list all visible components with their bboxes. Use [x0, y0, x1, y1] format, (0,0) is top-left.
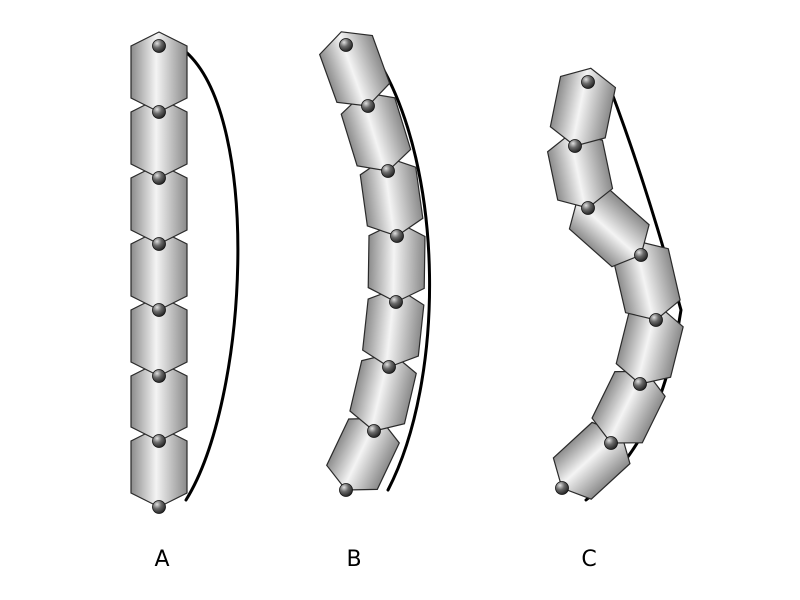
pivot-bolt — [152, 369, 166, 383]
pivot-bolt — [555, 481, 569, 495]
pivot-bolt — [152, 39, 166, 53]
pivot-bolt — [568, 139, 582, 153]
pivot-bolt — [339, 38, 353, 52]
pivot-bolt — [634, 248, 648, 262]
pivot-bolt — [382, 360, 396, 374]
panel-c: C — [546, 67, 684, 572]
pivot-bolt — [152, 434, 166, 448]
pivot-bolt — [152, 500, 166, 514]
pivot-bolt — [581, 75, 595, 89]
pivot-bolt — [152, 171, 166, 185]
panel-c-label: C — [581, 547, 596, 572]
pivot-bolt — [361, 99, 375, 113]
pivot-bolt — [152, 237, 166, 251]
pivot-bolt — [604, 436, 618, 450]
panel-a-segments — [130, 31, 188, 514]
pivot-bolt — [381, 164, 395, 178]
pivot-bolt — [633, 377, 647, 391]
panel-a-cable — [184, 50, 240, 502]
pivot-bolt — [649, 313, 663, 327]
panel-c-segments — [546, 67, 684, 500]
panel-b: B — [318, 31, 431, 572]
pivot-bolt — [390, 229, 404, 243]
panel-b-cable — [376, 58, 431, 492]
pivot-bolt — [581, 201, 595, 215]
pivot-bolt — [339, 483, 353, 497]
panel-b-segments — [318, 31, 426, 497]
pivot-bolt — [389, 295, 403, 309]
panel-a-label: A — [154, 547, 169, 572]
pivot-bolt — [367, 424, 381, 438]
panel-a: A — [130, 31, 240, 572]
panel-b-label: B — [346, 547, 361, 572]
chain-segment — [549, 67, 617, 147]
pivot-bolt — [152, 303, 166, 317]
panel-c-cable — [584, 86, 683, 502]
pivot-bolt — [152, 105, 166, 119]
